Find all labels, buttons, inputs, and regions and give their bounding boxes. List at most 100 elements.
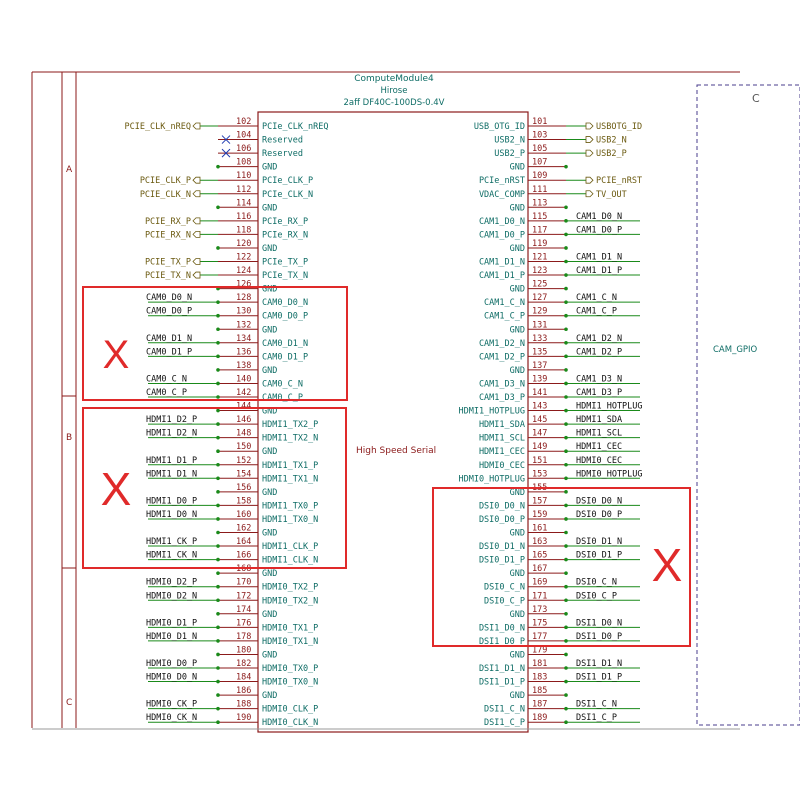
junction-dot — [216, 381, 220, 386]
junction-dot — [216, 327, 220, 332]
pin-number: 124 — [236, 266, 251, 276]
cam-gpio-label: CAM_GPIO — [713, 345, 758, 355]
pin-number: 118 — [236, 225, 251, 235]
net-label-dsi0-d0-n: DSI0_D0_N — [576, 496, 622, 506]
net-label-cam0-d0-n: CAM0_D0_N — [146, 293, 192, 303]
junction-dot — [564, 693, 568, 697]
global-label-usb2-p: USB2_P — [596, 149, 627, 159]
pin-name-gnd: GND — [262, 244, 277, 254]
pin-name-gnd: GND — [510, 488, 525, 498]
pin-number: 103 — [532, 131, 547, 141]
pin-number: 113 — [532, 198, 547, 208]
junction-dot — [564, 584, 568, 589]
junction-dot — [564, 232, 568, 237]
pin-number: 125 — [532, 280, 547, 290]
pin-name-dsi1-c-n: DSI1_C_N — [484, 705, 525, 715]
pin-name-hdmi0-tx1-p: HDMI0_TX1_P — [262, 623, 318, 633]
junction-dot — [564, 639, 568, 643]
junction-dot — [564, 476, 568, 481]
net-label-hdmi1-ck-n: HDMI1_CK_N — [146, 551, 197, 561]
net-label-dsi0-d1-n: DSI0_D1_N — [576, 537, 622, 547]
net-label-hdmi0-hotplug: HDMI0_HOTPLUG — [576, 469, 643, 479]
junction-dot — [564, 354, 568, 359]
pin-number: 166 — [236, 551, 251, 561]
pin-name-hdmi1-tx1-n: HDMI1_TX1_N — [262, 474, 318, 484]
net-label-hdmi1-sda: HDMI1_SDA — [576, 415, 622, 425]
pin-number: 144 — [236, 402, 251, 412]
pin-name-dsi1-d1-p: DSI1_D1_P — [479, 678, 525, 688]
junction-dot — [564, 706, 568, 711]
pin-number: 175 — [532, 618, 547, 628]
sheet-box-corner-label: C — [752, 92, 760, 105]
pin-number: 143 — [532, 402, 547, 412]
junction-dot — [564, 164, 568, 169]
net-label-cam1-d1-n: CAM1_D1_N — [576, 253, 622, 263]
pin-number: 115 — [532, 212, 547, 222]
net-label-dsi0-d1-p: DSI0_D1_P — [576, 551, 622, 561]
pin-number: 154 — [236, 469, 251, 479]
global-label-pcie-rx-n: PCIE_RX_N — [145, 230, 191, 240]
pin-number: 159 — [532, 510, 547, 520]
net-label-hdmi0-d2-n: HDMI0_D2_N — [146, 591, 197, 601]
pin-number: 102 — [236, 117, 251, 127]
junction-dot — [216, 246, 220, 250]
pin-name-hdmi0-tx2-p: HDMI0_TX2_P — [262, 583, 318, 593]
frame-row-label-b: B — [66, 433, 72, 443]
pin-number: 128 — [236, 293, 251, 303]
pin-number: 178 — [236, 632, 251, 642]
pin-number: 134 — [236, 334, 251, 344]
pin-number: 180 — [236, 645, 251, 655]
pin-number: 133 — [532, 334, 547, 344]
global-label-arrow-icon — [585, 149, 594, 157]
pin-name-pcie-rx-n: PCIe_RX_N — [262, 230, 308, 240]
pin-name-hdmi0-clk-p: HDMI0_CLK_P — [262, 705, 318, 715]
pin-name-gnd: GND — [510, 529, 525, 539]
junction-dot — [564, 557, 568, 562]
junction-dot — [564, 219, 568, 223]
pin-number: 185 — [532, 686, 547, 696]
pin-number: 177 — [532, 632, 547, 642]
pin-number: 162 — [236, 524, 251, 534]
junction-dot — [216, 720, 220, 724]
pin-name-cam0-c-n: CAM0_C_N — [262, 379, 303, 389]
pin-name-reserved: Reserved — [262, 149, 303, 159]
pin-number: 156 — [236, 483, 251, 493]
net-label-hdmi1-scl: HDMI1_SCL — [576, 429, 622, 439]
pin-name-gnd: GND — [262, 610, 277, 620]
junction-dot — [564, 408, 568, 413]
pin-name-gnd: GND — [262, 407, 277, 417]
pin-name-cam1-c-n: CAM1_C_N — [484, 298, 525, 308]
net-label-hdmi0-cec: HDMI0_CEC — [576, 456, 622, 466]
net-label-hdmi1-d2-p: HDMI1_D2_P — [146, 415, 197, 425]
junction-dot — [564, 462, 568, 467]
pin-name-gnd: GND — [262, 325, 277, 335]
pin-name-hdmi1-clk-p: HDMI1_CLK_P — [262, 542, 318, 552]
global-label-pcie-nrst: PCIE_nRST — [596, 176, 642, 186]
net-label-cam0-c-n: CAM0_C_N — [146, 374, 187, 384]
pin-name-gnd: GND — [262, 203, 277, 213]
pin-name-cam0-d0-n: CAM0_D0_N — [262, 298, 308, 308]
pin-number: 148 — [236, 429, 251, 439]
